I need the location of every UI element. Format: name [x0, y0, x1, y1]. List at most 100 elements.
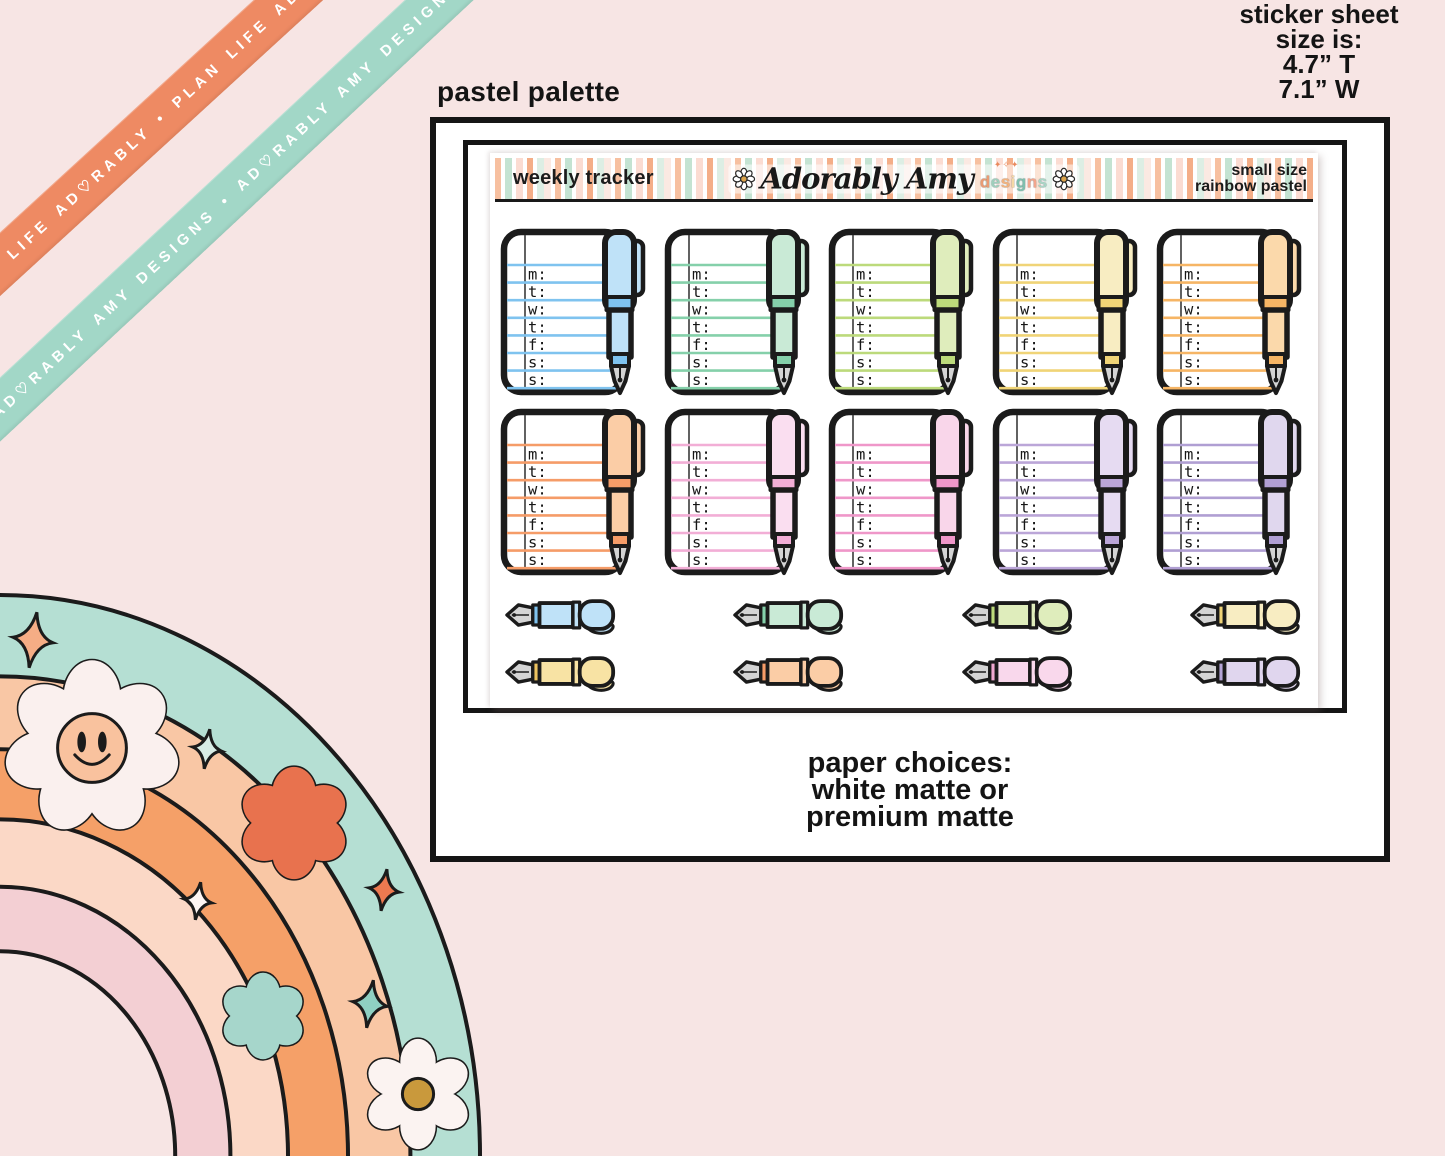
- svg-text:f:: f:: [528, 336, 547, 354]
- pen-sticker-blue: [505, 599, 616, 635]
- svg-text:t:: t:: [692, 463, 711, 481]
- brand-designs-letter: d: [979, 172, 991, 192]
- notebook-sticker-row-1: m:t:w:t:f:s:s: m:t:w:t:f:s:s: m:t:w:t:f:: [490, 228, 1318, 396]
- notebook-sticker-mint: m:t:w:t:f:s:s:: [664, 228, 810, 396]
- svg-text:t:: t:: [528, 283, 547, 301]
- paper-note-line: premium matte: [806, 801, 1014, 833]
- svg-text:t:: t:: [1020, 498, 1039, 516]
- pen-sticker-orange: [733, 656, 844, 692]
- svg-text:s:: s:: [1020, 371, 1039, 389]
- pen-sticker-mint: [733, 599, 844, 635]
- pen-sticker-green: [961, 599, 1072, 635]
- svg-text:s:: s:: [692, 371, 711, 389]
- svg-text:f:: f:: [856, 336, 875, 354]
- svg-text:t:: t:: [856, 463, 875, 481]
- svg-text:w:: w:: [1184, 301, 1203, 319]
- pastel-palette-label: pastel palette: [437, 76, 621, 107]
- sparkle-decoration: ✦✧✦: [993, 159, 1020, 170]
- svg-text:s:: s:: [1184, 551, 1203, 569]
- svg-text:w:: w:: [692, 481, 711, 499]
- svg-text:f:: f:: [528, 516, 547, 534]
- svg-text:m:: m:: [692, 266, 711, 284]
- svg-text:f:: f:: [692, 336, 711, 354]
- svg-text:s:: s:: [528, 354, 547, 372]
- brand-designs-letter: g: [1015, 172, 1027, 192]
- pen-sticker-lavender: [1190, 656, 1301, 692]
- svg-text:t:: t:: [528, 463, 547, 481]
- svg-text:m:: m:: [856, 446, 875, 464]
- svg-text:s:: s:: [856, 551, 875, 569]
- variant-line: rainbow pastel: [1194, 177, 1307, 195]
- daisy-icon: [732, 167, 756, 190]
- notebook-sticker-light-pink: m:t:w:t:f:s:s:: [664, 408, 810, 576]
- svg-text:t:: t:: [1020, 463, 1039, 481]
- svg-text:f:: f:: [1184, 336, 1203, 354]
- svg-text:s:: s:: [1020, 534, 1039, 552]
- rainbow-flower6: [222, 971, 304, 1061]
- rainbow-sparkle4: [7, 611, 59, 669]
- brand-script: Adorably Amy: [760, 161, 973, 195]
- size-note-line: size is:: [1275, 24, 1363, 54]
- svg-text:s:: s:: [1020, 551, 1039, 569]
- plan-life-ribbon: PLAN LIFE AD♡RABLY • PLAN LIFE AD♡RABLY: [0, 0, 384, 323]
- svg-text:s:: s:: [1020, 354, 1039, 372]
- pen-sticker-gold: [505, 656, 616, 692]
- brand-designs: designs: [980, 173, 1048, 192]
- svg-text:s:: s:: [856, 534, 875, 552]
- svg-text:t:: t:: [1184, 498, 1203, 516]
- svg-text:m:: m:: [528, 266, 547, 284]
- rainbow-illustration: [0, 593, 482, 1156]
- svg-text:f:: f:: [1020, 516, 1039, 534]
- sticker-sheet: weekly tracker Adorably Amy ✦✧✦ designs …: [490, 153, 1318, 708]
- svg-text:s:: s:: [1184, 534, 1203, 552]
- paper-note-line: white matte or: [811, 774, 1009, 806]
- svg-text:w:: w:: [528, 301, 547, 319]
- notebook-sticker-orange: m:t:w:t:f:s:s:: [500, 408, 646, 576]
- svg-text:f:: f:: [1184, 516, 1203, 534]
- svg-text:f:: f:: [1020, 336, 1039, 354]
- size-note-line: sticker sheet: [1239, 0, 1399, 29]
- notebook-sticker-pink: m:t:w:t:f:s:s:: [828, 408, 974, 576]
- svg-text:t:: t:: [1184, 283, 1203, 301]
- brand-designs-letter: n: [1026, 172, 1038, 192]
- daisy-icon: [1052, 167, 1076, 190]
- rainbow-sparkle4: [178, 881, 218, 921]
- svg-text:s:: s:: [528, 371, 547, 389]
- brand-designs-letter: e: [990, 172, 1001, 192]
- svg-text:s:: s:: [528, 551, 547, 569]
- rainbow-sparkle4: [347, 979, 393, 1029]
- svg-text:w:: w:: [1020, 481, 1039, 499]
- svg-text:w:: w:: [1020, 301, 1039, 319]
- brand-logo: Adorably Amy ✦✧✦ designs: [728, 160, 1080, 195]
- svg-text:t:: t:: [856, 283, 875, 301]
- svg-text:m:: m:: [528, 446, 547, 464]
- pen-sticker-row-1: [490, 593, 1318, 637]
- rainbow-flower6: [241, 765, 347, 881]
- sheet-variant-label: small size rainbow pastel: [1195, 163, 1313, 194]
- pen-sticker-yellow: [1190, 599, 1301, 635]
- notebook-sticker-green: m:t:w:t:f:s:s:: [828, 228, 974, 396]
- notebook-sticker-yellow: m:t:w:t:f:s:s:: [992, 228, 1138, 396]
- rainbow-sparkle4: [363, 868, 405, 912]
- svg-text:m:: m:: [692, 446, 711, 464]
- svg-text:t:: t:: [1020, 283, 1039, 301]
- pen-sticker-row-2: [490, 650, 1318, 694]
- notebook-sticker-row-2: m:t:w:t:f:s:s: m:t:w:t:f:s:s: m:t:w:t:f:: [490, 408, 1318, 576]
- sheet-title: weekly tracker: [513, 167, 654, 189]
- svg-text:s:: s:: [692, 551, 711, 569]
- pen-sticker-pink: [961, 656, 1072, 692]
- paper-note-line: paper choices:: [807, 747, 1013, 779]
- svg-text:t:: t:: [1020, 318, 1039, 336]
- rainbow-sparkle4: [186, 728, 228, 770]
- svg-text:s:: s:: [856, 371, 875, 389]
- svg-text:m:: m:: [1184, 266, 1203, 284]
- brand-designs-letter: i: [1010, 172, 1016, 192]
- svg-text:s:: s:: [692, 354, 711, 372]
- size-note-line: 4.7” T: [1282, 49, 1356, 79]
- svg-text:s:: s:: [692, 534, 711, 552]
- brand-designs-letter: s: [1037, 172, 1048, 192]
- notebook-sticker-lavender: m:t:w:t:f:s:s:: [992, 408, 1138, 576]
- svg-text:t:: t:: [692, 318, 711, 336]
- svg-text:m:: m:: [1020, 446, 1039, 464]
